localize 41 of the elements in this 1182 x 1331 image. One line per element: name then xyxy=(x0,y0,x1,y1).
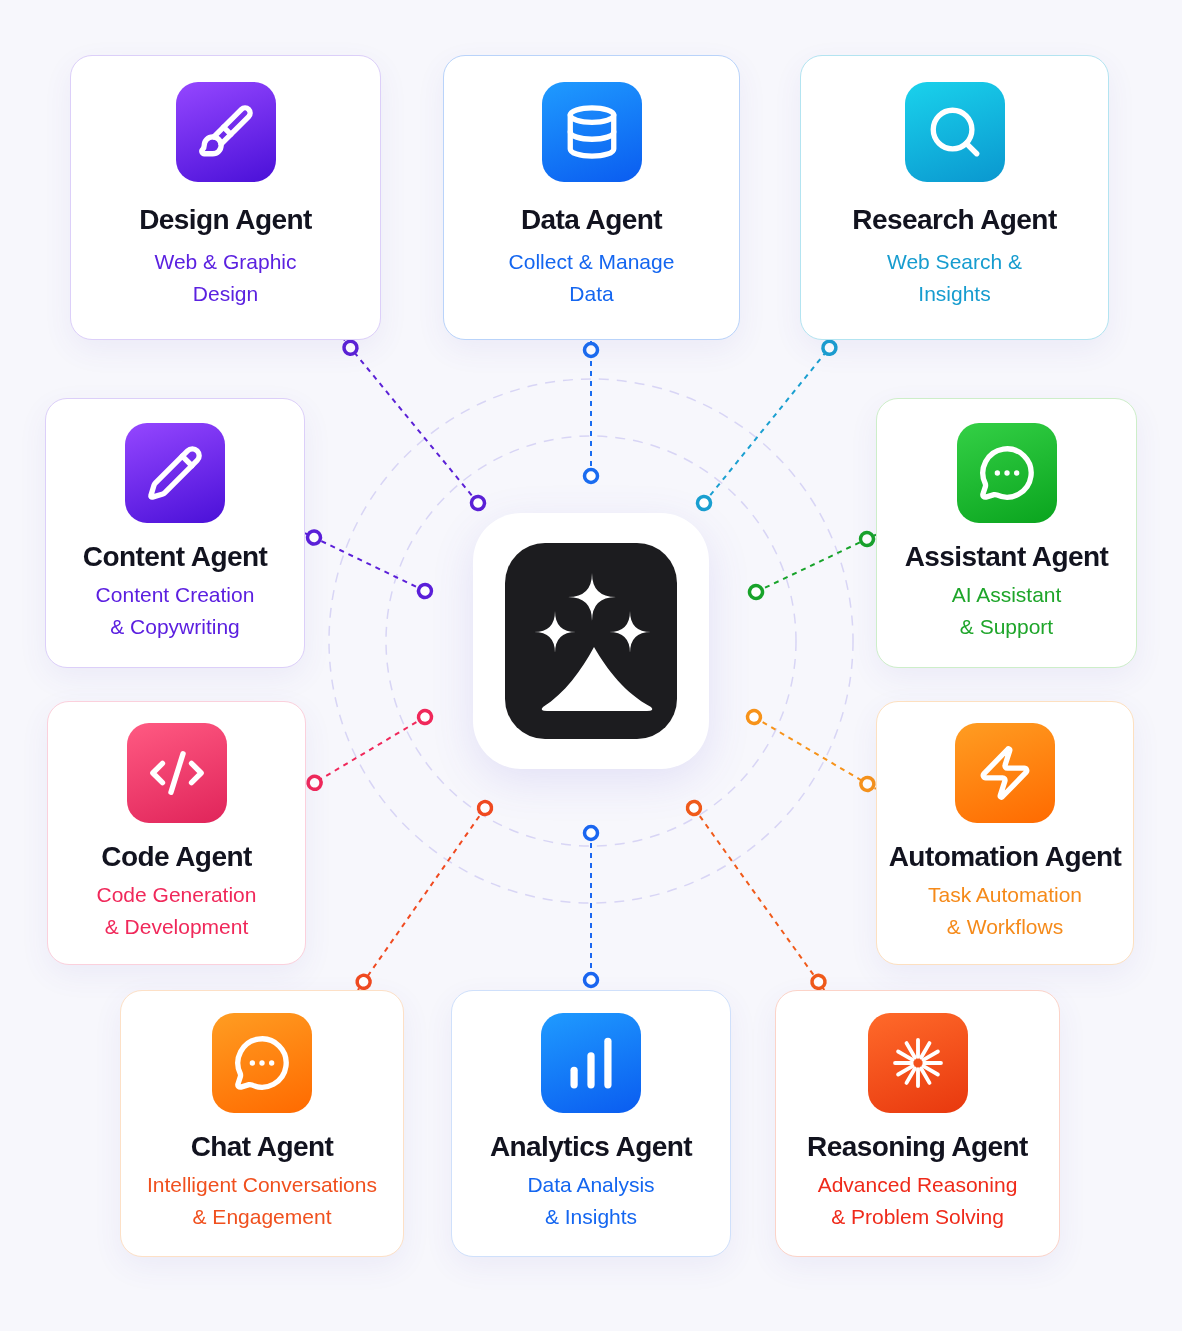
card-subtitle: Content Creation & Copywriting xyxy=(94,582,256,640)
card-title: Assistant Agent xyxy=(904,540,1109,574)
dotted-connector xyxy=(304,529,434,600)
card-title: Analytics Agent xyxy=(489,1130,693,1164)
card-subtitle: Code Generation & Development xyxy=(95,882,258,940)
dotted-connector xyxy=(695,339,838,512)
agent-card xyxy=(775,990,1060,1257)
card-title: Research Agent xyxy=(852,203,1057,237)
dotted-connector xyxy=(747,530,877,601)
agent-card xyxy=(876,701,1134,965)
dotted-connector xyxy=(582,824,600,991)
card-subtitle: Data Analysis & Insights xyxy=(526,1172,656,1230)
agent-card xyxy=(451,990,731,1257)
card-title: Design Agent xyxy=(139,203,312,237)
agent-card xyxy=(800,55,1109,340)
dotted-connector xyxy=(305,708,434,792)
card-title: Data Agent xyxy=(520,203,663,237)
agent-card xyxy=(876,398,1137,668)
dotted-connector xyxy=(342,339,487,512)
dotted-connector xyxy=(745,708,877,793)
card-title: Reasoning Agent xyxy=(807,1130,1028,1164)
card-subtitle: AI Assistant & Support xyxy=(950,582,1063,640)
card-subtitle: Collect & Manage Data xyxy=(507,249,676,307)
agent-card xyxy=(47,701,306,965)
card-title: Automation Agent xyxy=(888,840,1122,874)
card-subtitle: Intelligent Conversations & Engagement xyxy=(146,1172,378,1230)
card-subtitle: Advanced Reasoning & Problem Solving xyxy=(816,1172,1019,1230)
dotted-connector xyxy=(685,799,827,991)
agent-card xyxy=(443,55,740,340)
agent-card xyxy=(120,990,404,1257)
card-title: Chat Agent xyxy=(190,1130,334,1164)
agent-card xyxy=(70,55,381,340)
card-subtitle: Web Search & Insights xyxy=(886,249,1023,307)
card-subtitle: Web & Graphic Design xyxy=(153,249,298,307)
dotted-connector xyxy=(582,339,600,485)
card-title: Content Agent xyxy=(82,540,268,574)
card-title: Code Agent xyxy=(101,840,252,874)
hub-tile xyxy=(473,513,709,769)
dotted-connector xyxy=(355,799,494,991)
agent-card xyxy=(45,398,305,668)
card-subtitle: Task Automation & Workflows xyxy=(926,882,1084,940)
